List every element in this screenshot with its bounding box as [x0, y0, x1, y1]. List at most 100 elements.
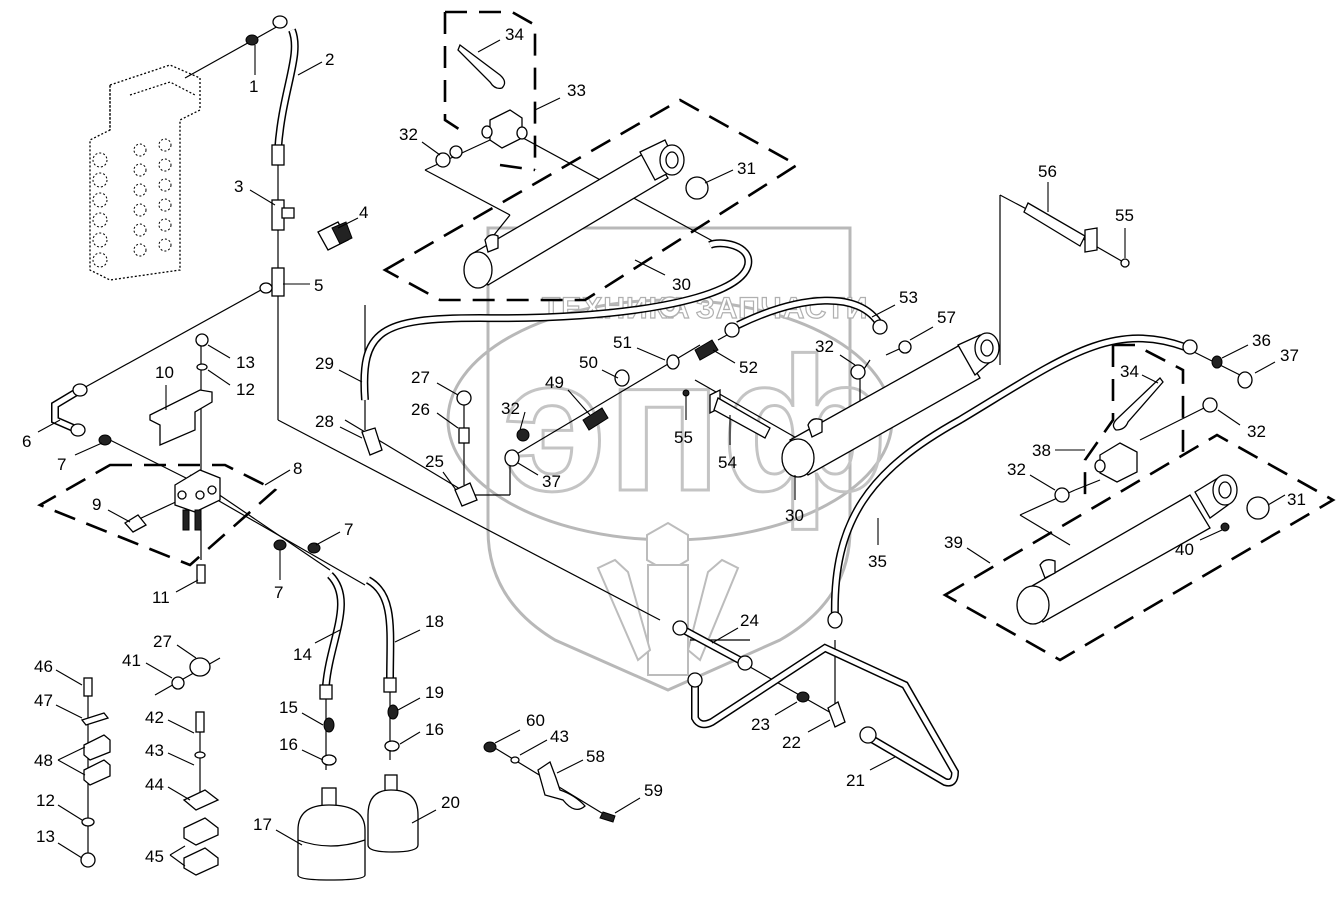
washer-43-bottom[interactable] [510, 756, 520, 764]
fitting-1[interactable] [245, 34, 259, 46]
union-7a[interactable] [98, 434, 112, 446]
fitting-37[interactable] [504, 449, 520, 467]
pipe-14[interactable] [322, 572, 345, 686]
screw-59[interactable] [599, 811, 616, 823]
nut-27[interactable] [456, 390, 472, 406]
clamp-45-bottom[interactable] [183, 847, 219, 876]
fitting-57[interactable] [898, 340, 912, 354]
cap-31-upper[interactable] [685, 176, 709, 200]
pin-56[interactable] [1023, 202, 1086, 247]
hydraulic-cylinder-30-lower[interactable] [781, 332, 1000, 478]
tee-3-branch[interactable] [281, 207, 295, 219]
callout-32c: 32 [815, 337, 856, 366]
tee-5[interactable] [271, 267, 285, 297]
hose-end-35[interactable] [1182, 339, 1198, 355]
nut-60[interactable] [483, 741, 497, 753]
nut-21-end[interactable] [687, 672, 703, 688]
nut-24a[interactable] [672, 620, 688, 636]
nut-32-right2[interactable] [1202, 397, 1218, 413]
union-7b[interactable] [273, 539, 287, 551]
nut-32-right[interactable] [850, 364, 866, 380]
distribution-block-8[interactable] [174, 469, 221, 531]
hose-end-53[interactable] [872, 319, 888, 335]
hose-53[interactable] [736, 296, 884, 329]
lever-34-right[interactable] [1112, 377, 1164, 431]
nut-32-right3[interactable] [1054, 487, 1070, 503]
small-parts[interactable] [70, 15, 1270, 881]
nut-16b[interactable] [384, 740, 400, 752]
bracket-10[interactable] [149, 389, 213, 446]
hose-end-2[interactable] [271, 144, 285, 166]
valve-block-38[interactable] [1094, 442, 1138, 483]
hose-2[interactable] [274, 28, 299, 151]
nut-13[interactable] [80, 852, 96, 868]
nut-13-top[interactable] [195, 333, 209, 347]
sleeve-41[interactable] [171, 676, 185, 690]
fitting-hose-end[interactable] [272, 15, 288, 29]
pipe-21[interactable] [691, 643, 960, 787]
callout-51: 51 [613, 333, 666, 361]
hose-29-30[interactable] [360, 239, 753, 401]
fitting-52[interactable] [694, 339, 719, 361]
fitting-15[interactable] [323, 717, 335, 733]
washer-12-top[interactable] [196, 363, 208, 371]
fitting-23[interactable] [796, 691, 810, 703]
quick-coupler-4[interactable] [317, 221, 353, 251]
callout-28: 28 [315, 412, 363, 439]
bolt-46[interactable] [83, 677, 93, 697]
accumulator-20[interactable] [367, 774, 419, 853]
plate-47[interactable] [80, 712, 110, 726]
hydraulic-cylinder-30-upper[interactable] [463, 139, 685, 289]
bolt-42[interactable] [195, 711, 205, 733]
tee-22[interactable] [827, 701, 846, 728]
clamp-50[interactable] [614, 369, 630, 387]
washer-12[interactable] [81, 817, 95, 827]
union-7c[interactable] [307, 542, 321, 554]
plate-44[interactable] [182, 789, 220, 811]
nut-16a[interactable] [321, 754, 337, 766]
hoses[interactable] [51, 28, 1187, 787]
fitting-9[interactable] [123, 514, 147, 533]
nut-21[interactable] [859, 726, 877, 744]
fitting-19[interactable] [387, 704, 399, 720]
nut-27-left[interactable] [189, 657, 211, 677]
nut-32-top2[interactable] [449, 145, 463, 159]
clamp-48-bottom[interactable] [83, 759, 111, 786]
nut-32-top[interactable] [435, 152, 451, 168]
callout-number: 12 [236, 380, 255, 399]
pipe-18[interactable] [365, 576, 395, 681]
washer-43[interactable] [194, 751, 206, 759]
sleeve-26[interactable] [458, 427, 470, 444]
hose-end-52[interactable] [724, 322, 740, 338]
lever-34-upper[interactable] [457, 43, 506, 90]
pin-55-right[interactable] [1120, 258, 1130, 268]
fitting-36[interactable] [1211, 355, 1223, 369]
nut-32-center[interactable] [516, 428, 530, 442]
accumulator-17[interactable] [297, 787, 366, 881]
nut-24b[interactable] [737, 655, 753, 671]
pipe-6[interactable] [51, 386, 83, 434]
pin-56-plate[interactable] [1084, 227, 1098, 253]
cap-31-right[interactable] [1246, 496, 1270, 520]
elbow-28[interactable] [361, 427, 383, 456]
bracket-58[interactable] [537, 761, 586, 811]
pin-54[interactable] [709, 388, 771, 439]
callout-number: 7 [57, 455, 66, 474]
clamp-51[interactable] [666, 354, 680, 370]
hydraulic-cylinder-39[interactable] [1016, 474, 1238, 625]
tee-25[interactable] [454, 482, 478, 507]
clamp-48-top[interactable] [83, 734, 111, 761]
bolt-11[interactable] [196, 564, 206, 584]
control-valve-bank[interactable] [89, 64, 201, 281]
plug-40[interactable] [1220, 522, 1230, 532]
callout-40: 40 [1175, 529, 1223, 559]
hose-35[interactable] [830, 334, 1187, 621]
tee-5-branch[interactable] [259, 282, 273, 294]
callouts: 1 2 3 4 5 6 7 7 7 8 9 10 11 12 12 13 13 … [22, 25, 1306, 867]
clamp-45-top[interactable] [183, 817, 219, 846]
pipe-24[interactable] [678, 624, 747, 667]
fitting-37-right[interactable] [1237, 371, 1253, 389]
valve-block-33[interactable] [481, 109, 528, 149]
hose-end-35-bottom[interactable] [827, 611, 843, 629]
fitting-49[interactable] [582, 407, 609, 431]
